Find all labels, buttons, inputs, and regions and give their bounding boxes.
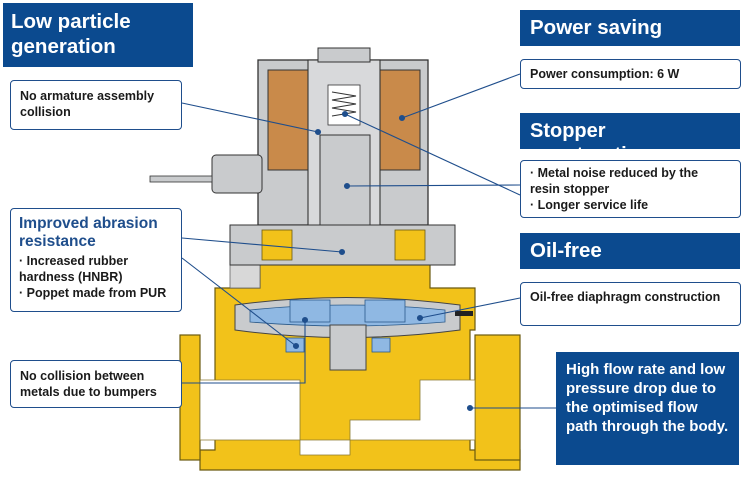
abrasion-item: · Poppet made from PUR: [19, 286, 167, 300]
header-stopper: Stopper construction: [520, 113, 740, 166]
callout-power: Power consumption: 6 W: [520, 59, 741, 89]
bonnet: [234, 297, 473, 371]
header-low-particle: Low particle generation: [3, 3, 193, 67]
callout-bumpers: No collision between metals due to bumpe…: [10, 360, 182, 408]
header-oil-free: Oil-free: [520, 233, 740, 269]
callout-armature: No armature assembly collision: [10, 80, 182, 130]
callout-diaphragm: Oil-free diaphragm construction: [520, 282, 741, 326]
abrasion-title: Improved abrasion resistance: [19, 215, 158, 250]
solenoid-housing: [229, 47, 456, 266]
callout-abrasion: Improved abrasion resistance · Increased…: [10, 208, 182, 312]
header-power-saving: Power saving: [520, 10, 740, 46]
connector: [149, 154, 263, 194]
stopper-item: · Metal noise reduced by the resin stopp…: [530, 166, 699, 196]
stopper-item: · Longer service life: [530, 198, 649, 212]
leader-lines: [181, 73, 556, 412]
callout-stopper: · Metal noise reduced by the resin stopp…: [520, 160, 741, 218]
abrasion-item: · Increased rubber hardness (HNBR): [19, 254, 129, 284]
flow-note: High flow rate and low pressure drop due…: [556, 352, 739, 465]
